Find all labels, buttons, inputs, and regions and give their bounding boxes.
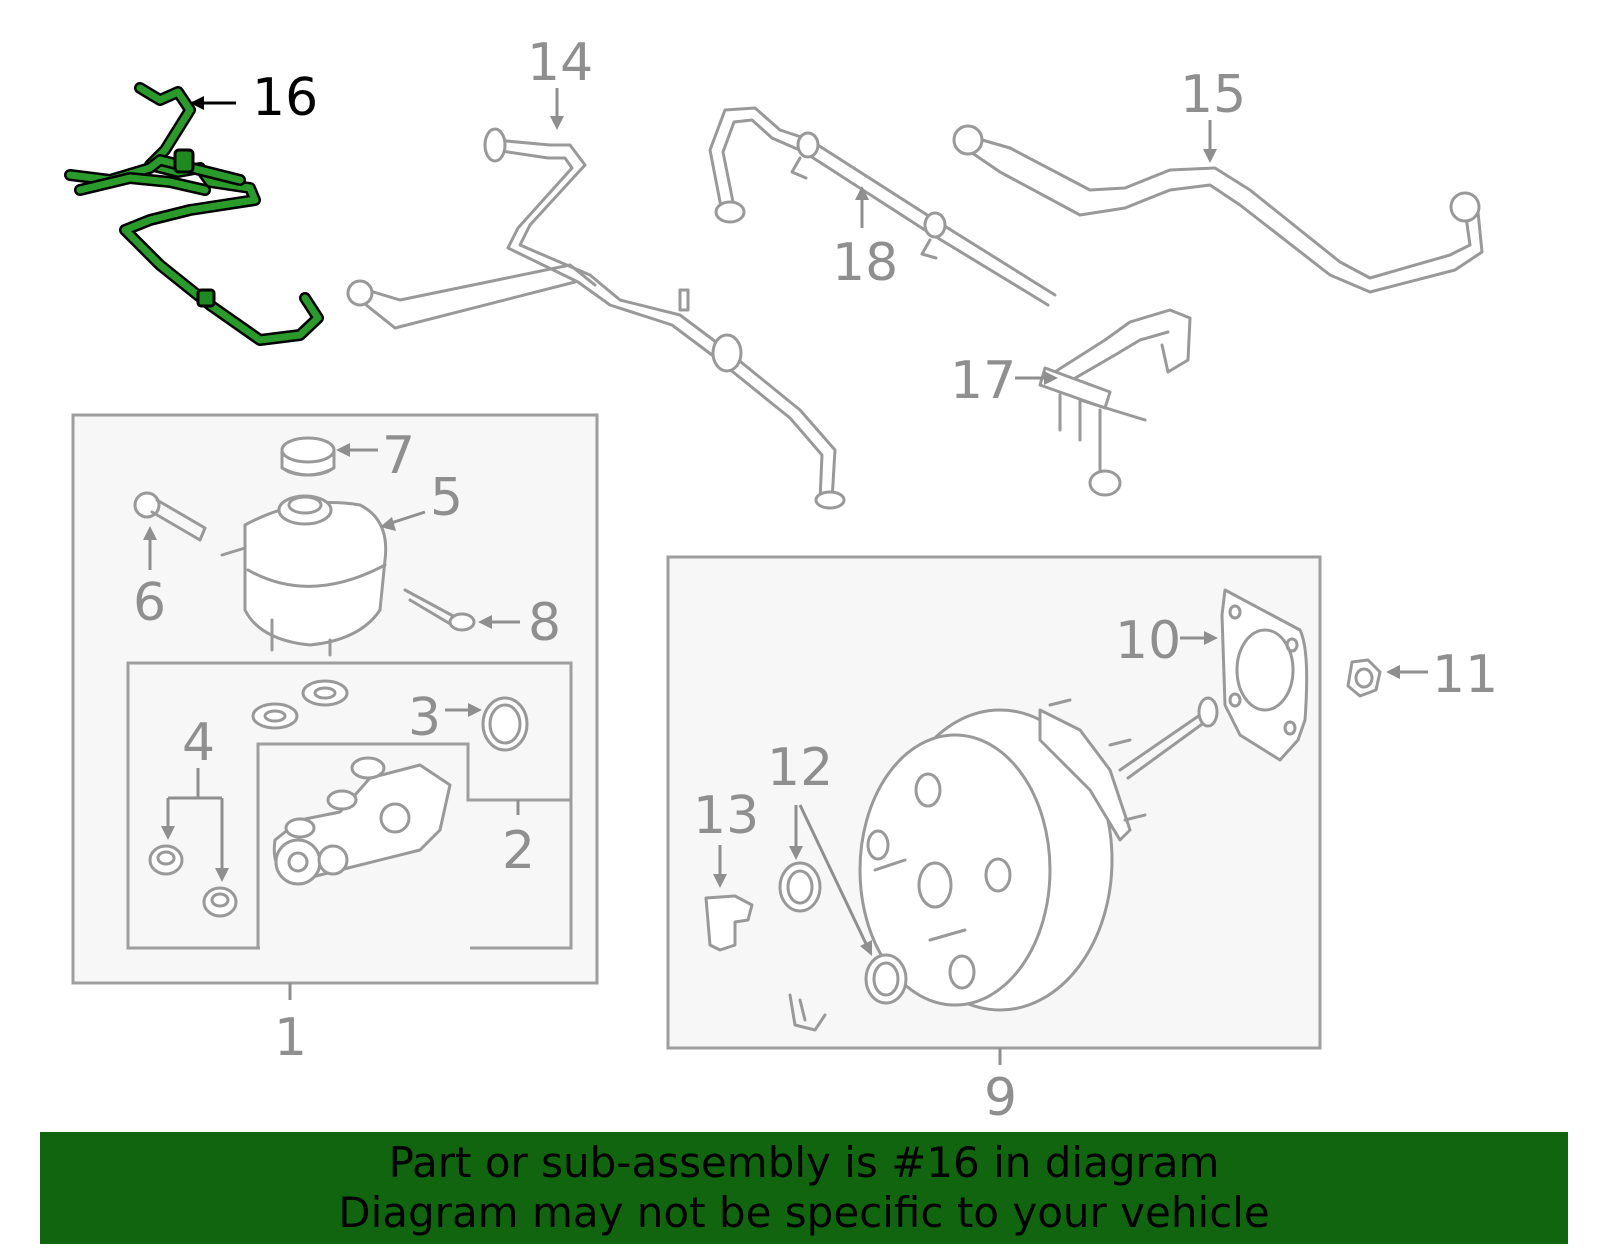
callout-13: 13 [693,786,759,888]
part-8-level-sensor[interactable] [403,588,476,632]
part-14-hose[interactable] [346,127,846,510]
label-18: 18 [832,233,898,293]
label-9: 9 [984,1068,1017,1128]
part-6-bolt[interactable] [133,491,207,542]
part-3-o-ring[interactable] [481,696,529,752]
label-13: 13 [693,786,759,846]
banner-line-2: Diagram may not be specific to your vehi… [338,1188,1270,1237]
part-16-hose-assembly[interactable] [64,82,324,346]
label-14: 14 [527,33,593,93]
label-5: 5 [430,468,463,528]
label-11: 11 [1432,645,1498,705]
part-2-grommets[interactable] [251,679,349,730]
notice-banner: Part or sub-assembly is #16 in diagram D… [40,1132,1568,1244]
label-10: 10 [1115,611,1181,671]
callout-12: 12 [767,738,872,956]
callout-15: 15 [1180,65,1246,163]
part-12-seals[interactable] [778,861,908,1005]
label-15: 15 [1180,65,1246,125]
part-15-hose[interactable] [952,124,1484,294]
label-1: 1 [274,1008,307,1068]
part-11-nut[interactable] [1346,658,1382,698]
label-8: 8 [528,593,561,653]
part-4-plugs[interactable] [148,844,238,918]
callout-3: 3 [408,688,482,748]
callout-18: 18 [832,186,898,293]
part-18-hose[interactable] [708,106,1057,307]
master-cylinder-body[interactable] [272,756,452,886]
label-17: 17 [950,351,1016,411]
part-13-vacuum-sensor[interactable] [704,894,827,1032]
part-10-gasket[interactable] [1220,588,1309,762]
callout-7: 7 [336,426,415,486]
label-16: 16 [252,68,318,128]
part-9-brake-booster[interactable] [858,696,1219,1012]
part-17-connector[interactable] [1038,308,1192,497]
callout-11: 11 [1386,645,1498,705]
banner-line-1: Part or sub-assembly is #16 in diagram [388,1138,1220,1187]
label-7: 7 [382,426,415,486]
callout-5: 5 [380,468,463,531]
callout-4: 4 [161,713,229,882]
label-3: 3 [408,688,441,748]
part-7-reservoir-cap[interactable] [280,436,336,477]
callout-8: 8 [478,593,561,653]
callout-2: 2 [502,800,535,881]
callout-6: 6 [133,526,166,633]
callout-14: 14 [527,33,593,130]
callout-1: 1 [274,983,307,1068]
callout-17: 17 [950,351,1058,411]
label-4: 4 [182,713,215,773]
callout-16: 16 [190,68,318,128]
label-6: 6 [133,573,166,633]
label-12: 12 [767,738,833,798]
callout-10: 10 [1115,611,1218,671]
part-5-fluid-reservoir[interactable] [220,494,388,657]
label-2: 2 [502,821,535,881]
callout-9: 9 [984,1048,1017,1128]
